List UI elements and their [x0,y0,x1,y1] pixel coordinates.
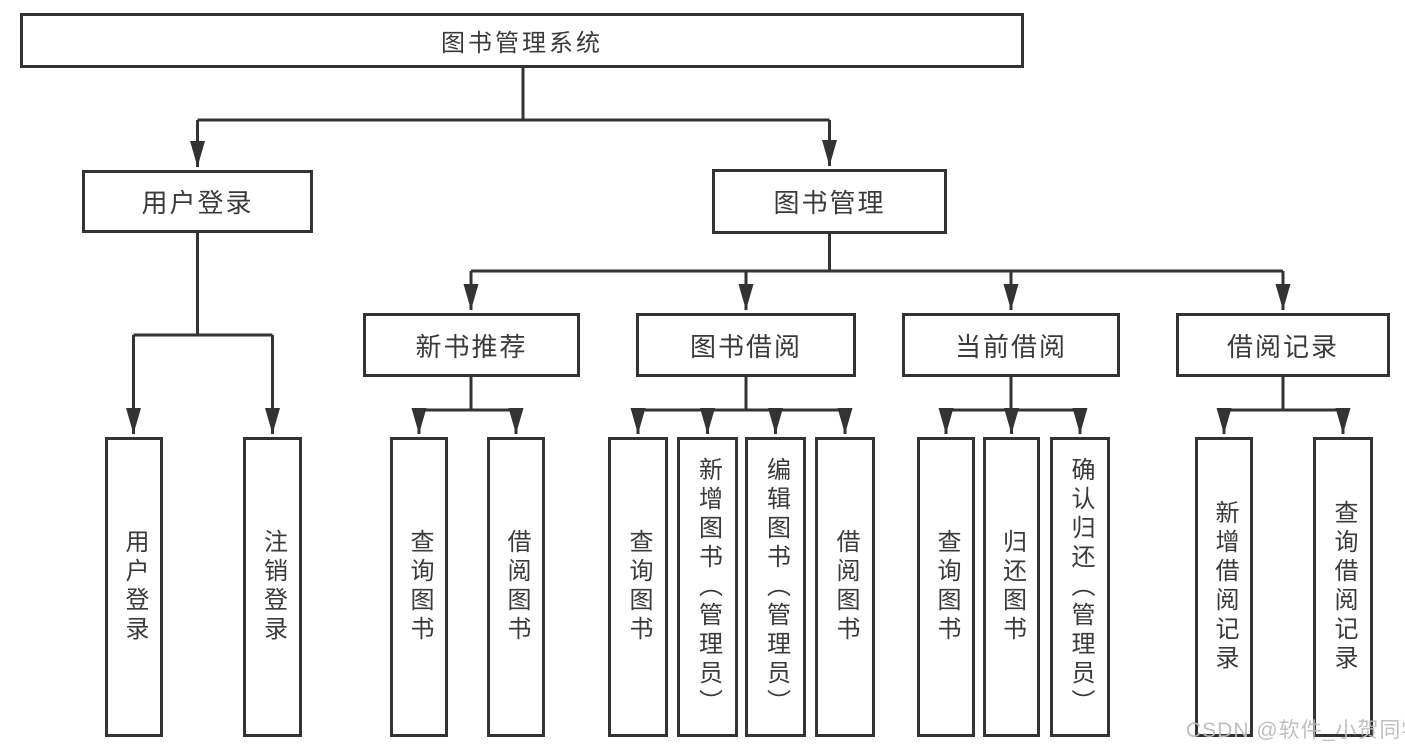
leaf-label: 编辑图书（管理员） [762,456,790,718]
leaf-label: 新增借阅记录 [1211,500,1238,674]
leaf-label: 新增图书（管理员） [694,456,722,718]
leaf-add-book-admin: 新增图书（管理员） [677,437,738,737]
node-label: 借阅记录 [1226,331,1339,362]
leaf-label: 借阅图书 [832,529,859,645]
leaf-label: 归还图书 [998,529,1026,645]
node-current-borrowing: 当前借阅 [902,313,1120,377]
leaf-confirm-return-admin: 确认归还（管理员） [1050,437,1110,737]
leaf-query-books-borrow: 查询图书 [608,437,668,737]
node-borrowing-records: 借阅记录 [1176,313,1390,377]
leaf-edit-book-admin: 编辑图书（管理员） [745,437,806,737]
leaf-return-book: 归还图书 [983,437,1040,737]
leaf-borrow-books-newbook: 借阅图书 [487,437,545,737]
node-user-login-branch: 用户登录 [82,170,313,233]
node-book-management-branch: 图书管理 [712,169,947,234]
connector-arrows [126,120,1351,434]
connector-trunks [133,68,1343,412]
leaf-add-borrow-record: 新增借阅记录 [1195,437,1253,737]
leaf-borrow-books-borrow: 借阅图书 [815,437,875,737]
leaf-label: 用户登录 [121,529,148,645]
node-label: 图书管理 [773,188,886,218]
leaf-label: 借阅图书 [503,529,530,645]
leaf-label: 注销登录 [259,529,287,645]
leaf-label: 查询图书 [933,529,960,645]
leaf-label: 查询图书 [406,529,433,645]
leaf-logout: 注销登录 [243,437,302,737]
leaf-label: 查询图书 [625,529,652,645]
node-label: 当前借阅 [954,331,1067,362]
node-library-management-system: 图书管理系统 [20,13,1024,68]
leaf-query-borrow-record: 查询借阅记录 [1313,437,1373,737]
node-book-borrowing: 图书借阅 [636,313,856,377]
node-label: 新书推荐 [415,331,528,362]
leaf-query-books-current: 查询图书 [917,437,975,737]
node-label: 图书借阅 [689,331,802,362]
node-new-book-recommendation: 新书推荐 [363,313,580,377]
leaf-query-books-newbook: 查询图书 [390,437,448,737]
node-label: 图书管理系统 [441,30,603,57]
leaf-label: 确认归还（管理员） [1067,456,1094,718]
leaf-user-login: 用户登录 [105,437,163,737]
csdn-watermark: CSDN @软件_小贺同学 [1186,719,1405,742]
leaf-label: 查询借阅记录 [1330,500,1357,674]
node-label: 用户登录 [141,188,254,218]
